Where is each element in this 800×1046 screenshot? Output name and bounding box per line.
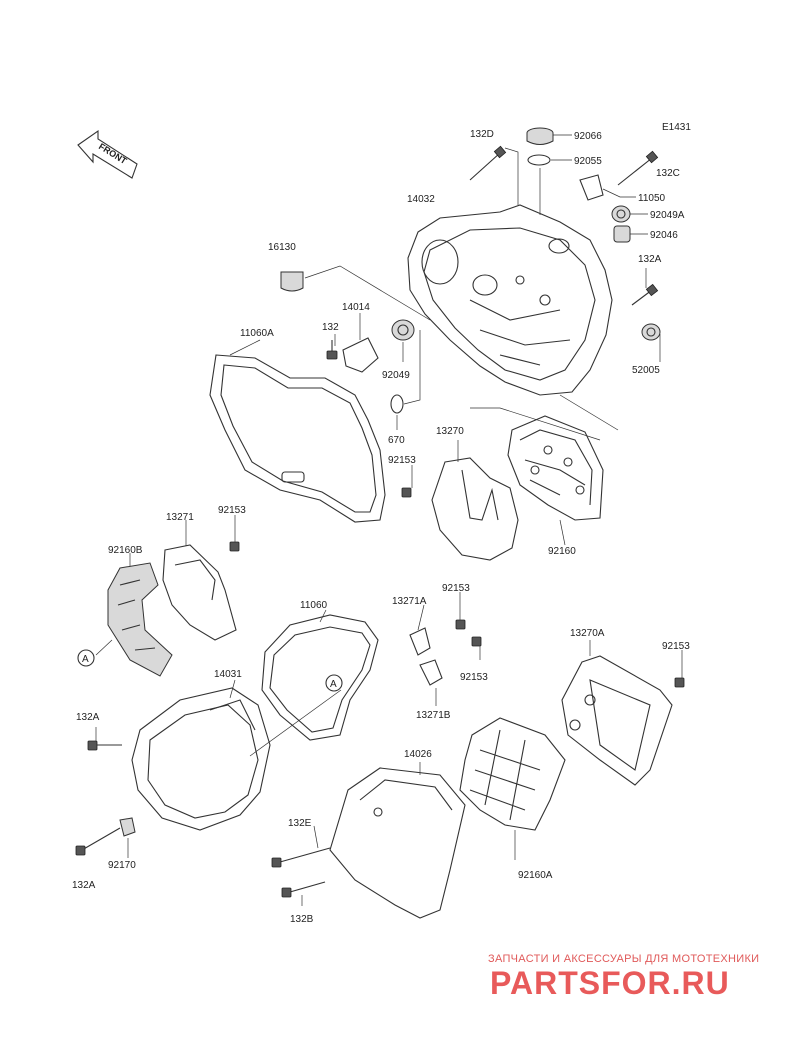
o-ring-92055 bbox=[527, 154, 551, 166]
callout-A-left: A bbox=[77, 649, 95, 667]
bolt-92153-a bbox=[401, 487, 412, 498]
label-13271B: 13271B bbox=[416, 710, 451, 721]
label-92049A: 92049A bbox=[650, 210, 685, 221]
bolt-132D bbox=[469, 145, 507, 181]
part-labels: 132D 92066 92055 132C 11050 92049A 92046… bbox=[72, 129, 690, 925]
bolt-92153-d bbox=[674, 677, 685, 688]
label-92160B: 92160B bbox=[108, 545, 143, 556]
generator-cover-14031 bbox=[131, 687, 271, 831]
svg-text:A: A bbox=[82, 654, 89, 665]
sleeve-16130 bbox=[280, 271, 304, 292]
clip-13271B bbox=[419, 659, 443, 686]
insulator-92160A bbox=[459, 717, 566, 831]
label-14026: 14026 bbox=[404, 749, 432, 760]
clutch-cover-14032 bbox=[407, 204, 613, 396]
label-670: 670 bbox=[388, 435, 405, 446]
bolt-132C bbox=[617, 150, 659, 186]
label-92049: 92049 bbox=[382, 370, 410, 381]
label-92160: 92160 bbox=[548, 546, 576, 557]
bolt-92153-c bbox=[455, 619, 466, 630]
watermark-tagline: ЗАПЧАСТИ И АКСЕССУАРЫ ДЛЯ МОТОТЕХНИКИ bbox=[488, 953, 759, 965]
label-13270A: 13270A bbox=[570, 628, 605, 639]
label-132: 132 bbox=[322, 322, 339, 333]
o-ring-670 bbox=[390, 394, 404, 414]
plate-13271 bbox=[162, 544, 237, 641]
bolt-132A-bottom bbox=[75, 827, 121, 856]
label-92153-a: 92153 bbox=[388, 455, 416, 466]
bolt-92153-e bbox=[471, 636, 482, 647]
label-13271A: 13271A bbox=[392, 596, 427, 607]
callout-A-right: A bbox=[325, 674, 343, 692]
label-13271: 13271 bbox=[166, 512, 194, 523]
label-13270: 13270 bbox=[436, 426, 464, 437]
watermark-logo: PARTSFOR.RU bbox=[490, 965, 730, 1001]
label-14032: 14032 bbox=[407, 194, 435, 205]
plate-13270 bbox=[431, 457, 519, 561]
label-52005: 52005 bbox=[632, 365, 660, 376]
label-16130: 16130 bbox=[268, 242, 296, 253]
label-14014: 14014 bbox=[342, 302, 370, 313]
label-92055: 92055 bbox=[574, 156, 602, 167]
bolt-132A-top bbox=[631, 283, 659, 306]
label-14031: 14031 bbox=[214, 669, 242, 680]
label-11060: 11060 bbox=[300, 600, 328, 611]
bolt-132A-left bbox=[87, 740, 122, 751]
bearing-92046 bbox=[613, 225, 631, 243]
svg-text:A: A bbox=[330, 679, 337, 690]
insulator-92160 bbox=[507, 415, 604, 521]
oil-seal-52005 bbox=[641, 323, 661, 341]
clamp-92170 bbox=[119, 817, 136, 837]
label-92153-c: 92153 bbox=[442, 583, 470, 594]
bolt-132 bbox=[326, 340, 338, 360]
bracket-11050 bbox=[579, 174, 604, 201]
label-92170: 92170 bbox=[108, 860, 136, 871]
gasket-11060 bbox=[261, 614, 379, 741]
oil-seal-92049 bbox=[391, 319, 415, 341]
bolt-132E bbox=[271, 847, 331, 868]
label-92153-b: 92153 bbox=[218, 505, 246, 516]
label-132B: 132B bbox=[290, 914, 314, 925]
label-92066: 92066 bbox=[574, 131, 602, 142]
plate-14014 bbox=[342, 337, 379, 373]
label-92160A: 92160A bbox=[518, 870, 553, 881]
bolt-132B bbox=[281, 881, 326, 898]
label-92153-e: 92153 bbox=[460, 672, 488, 683]
label-132C: 132C bbox=[656, 168, 680, 179]
cover-14026 bbox=[329, 767, 466, 919]
label-132A-bottom: 132A bbox=[72, 880, 96, 891]
leader-lines bbox=[95, 134, 683, 906]
gasket-11060A bbox=[209, 354, 386, 523]
label-132D: 132D bbox=[470, 129, 494, 140]
label-92046: 92046 bbox=[650, 230, 678, 241]
label-132E: 132E bbox=[288, 818, 312, 829]
insulator-92160B bbox=[107, 562, 173, 677]
bracket-plate-13270A bbox=[561, 655, 673, 786]
label-132A-top: 132A bbox=[638, 254, 662, 265]
oil-seal-92049A bbox=[611, 205, 631, 223]
label-11060A: 11060A bbox=[240, 328, 274, 339]
bolt-92153-b bbox=[229, 541, 240, 552]
diagram-code: E1431 bbox=[662, 122, 691, 133]
front-arrow-icon: FRONT bbox=[77, 129, 138, 179]
label-11050: 11050 bbox=[638, 193, 666, 204]
oil-filler-cap-92066 bbox=[526, 127, 554, 145]
label-92153-d: 92153 bbox=[662, 641, 690, 652]
clip-13271A bbox=[409, 627, 431, 656]
label-132A-left: 132A bbox=[76, 712, 100, 723]
watermark: ЗАПЧАСТИ И АКСЕССУАРЫ ДЛЯ МОТОТЕХНИКИ PA… bbox=[488, 953, 759, 1001]
